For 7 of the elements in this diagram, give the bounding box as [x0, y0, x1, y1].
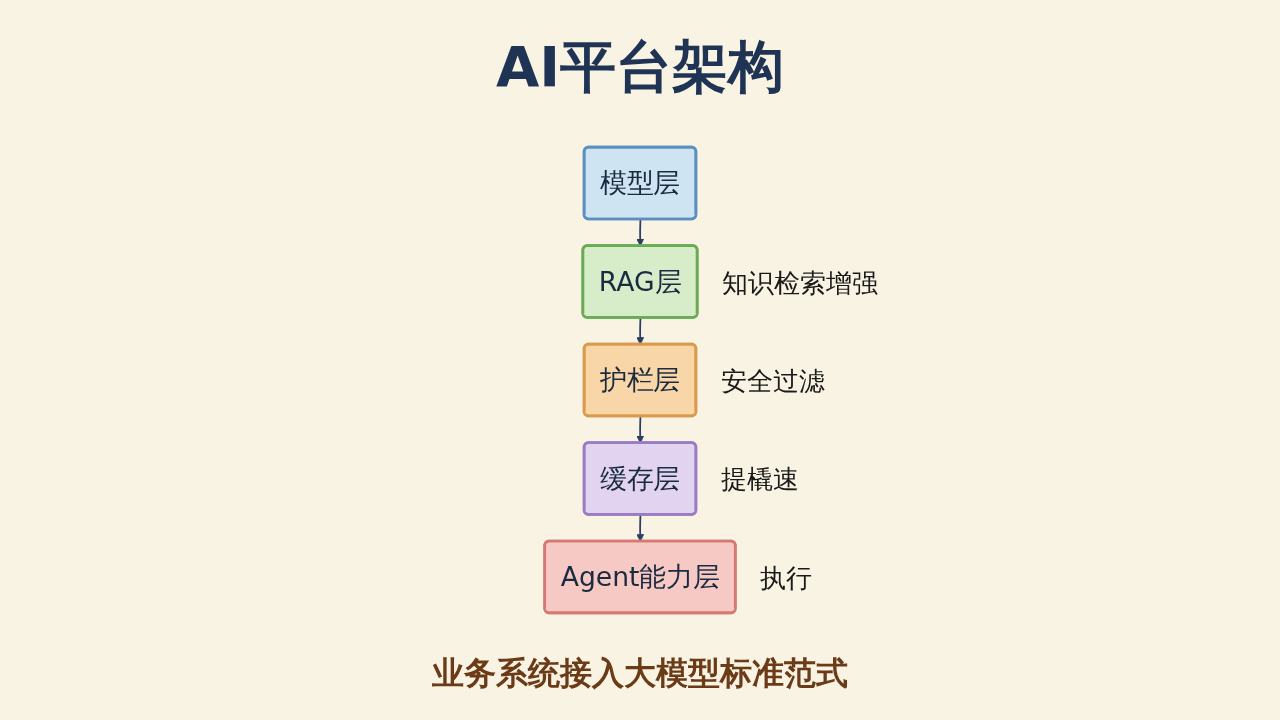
diagram-caption: 业务系统接入大模型标准范式 — [432, 653, 848, 694]
side-note: 知识检索增强 — [722, 266, 879, 300]
side-note: 安全过滤 — [720, 365, 825, 398]
diagram-title: AI平台架构 — [495, 33, 785, 101]
arrow — [636, 317, 645, 345]
side-note: 提橇速 — [720, 463, 799, 497]
side-note: 执行 — [760, 561, 813, 595]
